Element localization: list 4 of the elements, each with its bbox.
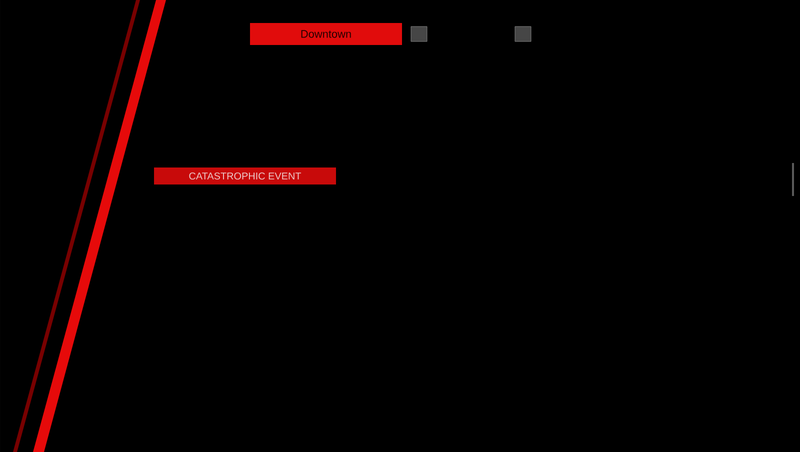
event-banner: CATASTROPHIC EVENT xyxy=(154,168,336,184)
tab-label: Downtown xyxy=(250,23,402,45)
tab-box xyxy=(514,26,532,42)
tab-box xyxy=(410,26,428,42)
